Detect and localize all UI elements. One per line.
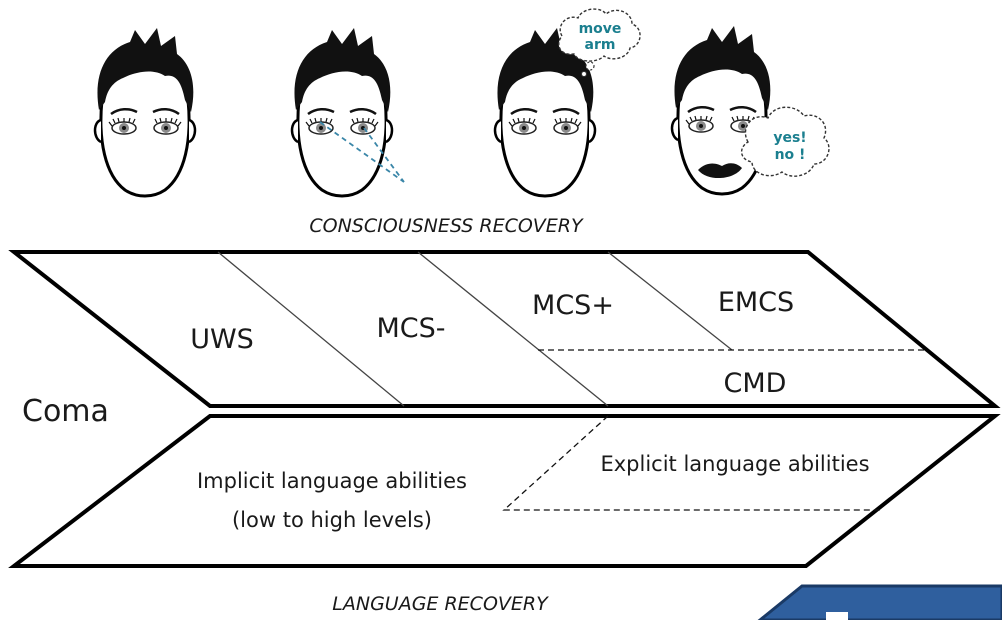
- divider-mcs-plus-emcs: [607, 251, 733, 351]
- bubble-text-yes: yes!: [773, 130, 806, 146]
- bubble-text-move: move: [579, 21, 622, 37]
- bubble-text-arm: arm: [585, 37, 616, 53]
- explicit-dashed-boundary: [502, 415, 880, 511]
- state-mcs-plus: MCS+: [532, 290, 614, 321]
- bubble-text-no: no !: [775, 147, 806, 163]
- face-emcs-icon: [670, 24, 774, 196]
- corner-panel: [755, 584, 1002, 622]
- divider-uws-mcs-minus: [217, 251, 405, 407]
- visual-pursuit-line: [319, 121, 405, 183]
- language-recovery-title: LANGUAGE RECOVERY: [332, 593, 549, 615]
- thought-bubble-move-arm: move arm: [558, 8, 641, 78]
- state-uws: UWS: [190, 324, 254, 355]
- thought-bubble-yes-no: yes! no !: [741, 106, 830, 177]
- face-uws-icon: [93, 26, 197, 198]
- state-cmd: CMD: [724, 368, 787, 399]
- state-emcs: EMCS: [718, 287, 794, 318]
- lower-chevron-band: [8, 414, 1001, 568]
- implicit-language-line2: (low to high levels): [232, 508, 432, 532]
- coma-label: Coma: [22, 394, 109, 429]
- face-mcs-minus-icon: [290, 26, 405, 198]
- corner-panel-mark: [826, 612, 848, 620]
- divider-mcs-minus-mcs-plus: [417, 251, 609, 407]
- explicit-language-label: Explicit language abilities: [600, 452, 869, 476]
- mouth-icon: [698, 163, 742, 179]
- upper-chevron-band: [8, 250, 1001, 408]
- state-mcs-minus: MCS-: [376, 313, 445, 344]
- consciousness-recovery-title: CONSCIOUSNESS RECOVERY: [309, 215, 584, 237]
- implicit-language-line1: Implicit language abilities: [197, 469, 467, 493]
